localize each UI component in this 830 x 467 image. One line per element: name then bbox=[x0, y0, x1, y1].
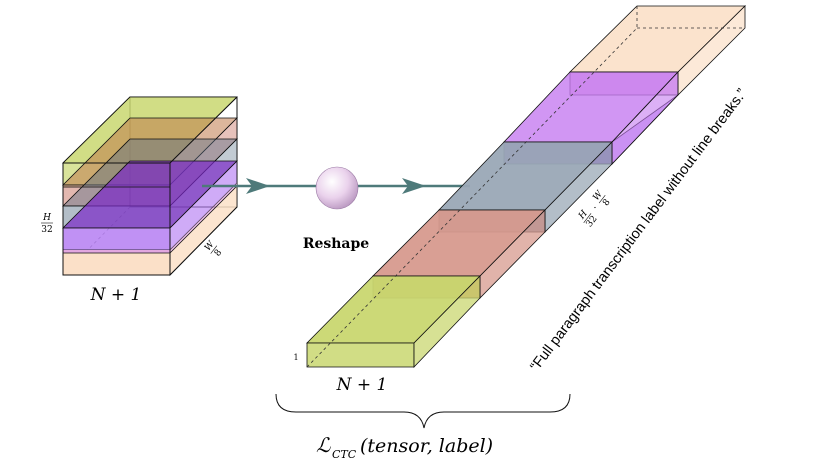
loss-arguments: (tensor, label) bbox=[360, 435, 493, 457]
right-segment-green bbox=[306, 275, 481, 368]
left-layer-pink bbox=[63, 183, 237, 253]
right-width-label: N + 1 bbox=[336, 375, 388, 395]
left-tensor: N + 1 H 32 W 8 bbox=[41, 96, 238, 305]
left-depth-den: 8 bbox=[213, 248, 225, 259]
reshape-sphere bbox=[315, 166, 359, 210]
reshape-label: Reshape bbox=[303, 236, 369, 252]
left-width-label: N + 1 bbox=[90, 285, 142, 305]
left-layer-peach bbox=[62, 185, 238, 276]
loss-formula: ℒ CTC (tensor, label) bbox=[316, 433, 493, 461]
left-height-num: H bbox=[42, 213, 51, 223]
arrow-head-right bbox=[402, 178, 426, 194]
reshape-flow: Reshape bbox=[202, 166, 470, 252]
right-depth-b-den: 8 bbox=[601, 197, 613, 208]
left-height-label: H 32 bbox=[41, 213, 53, 235]
right-depth-dot: · bbox=[590, 203, 601, 212]
loss-subscript: CTC bbox=[332, 448, 357, 461]
right-tensor: N + 1 1 H 32 · W 8 bbox=[293, 5, 746, 395]
left-height-den: 32 bbox=[41, 225, 52, 235]
right-depth-label: H 32 · W 8 bbox=[576, 189, 613, 230]
loss-brace bbox=[275, 393, 571, 429]
right-height-label: 1 bbox=[293, 353, 298, 362]
arrow-head-left bbox=[246, 178, 270, 194]
loss-symbol: ℒ bbox=[316, 433, 331, 457]
left-depth-label: W 8 bbox=[203, 239, 225, 259]
